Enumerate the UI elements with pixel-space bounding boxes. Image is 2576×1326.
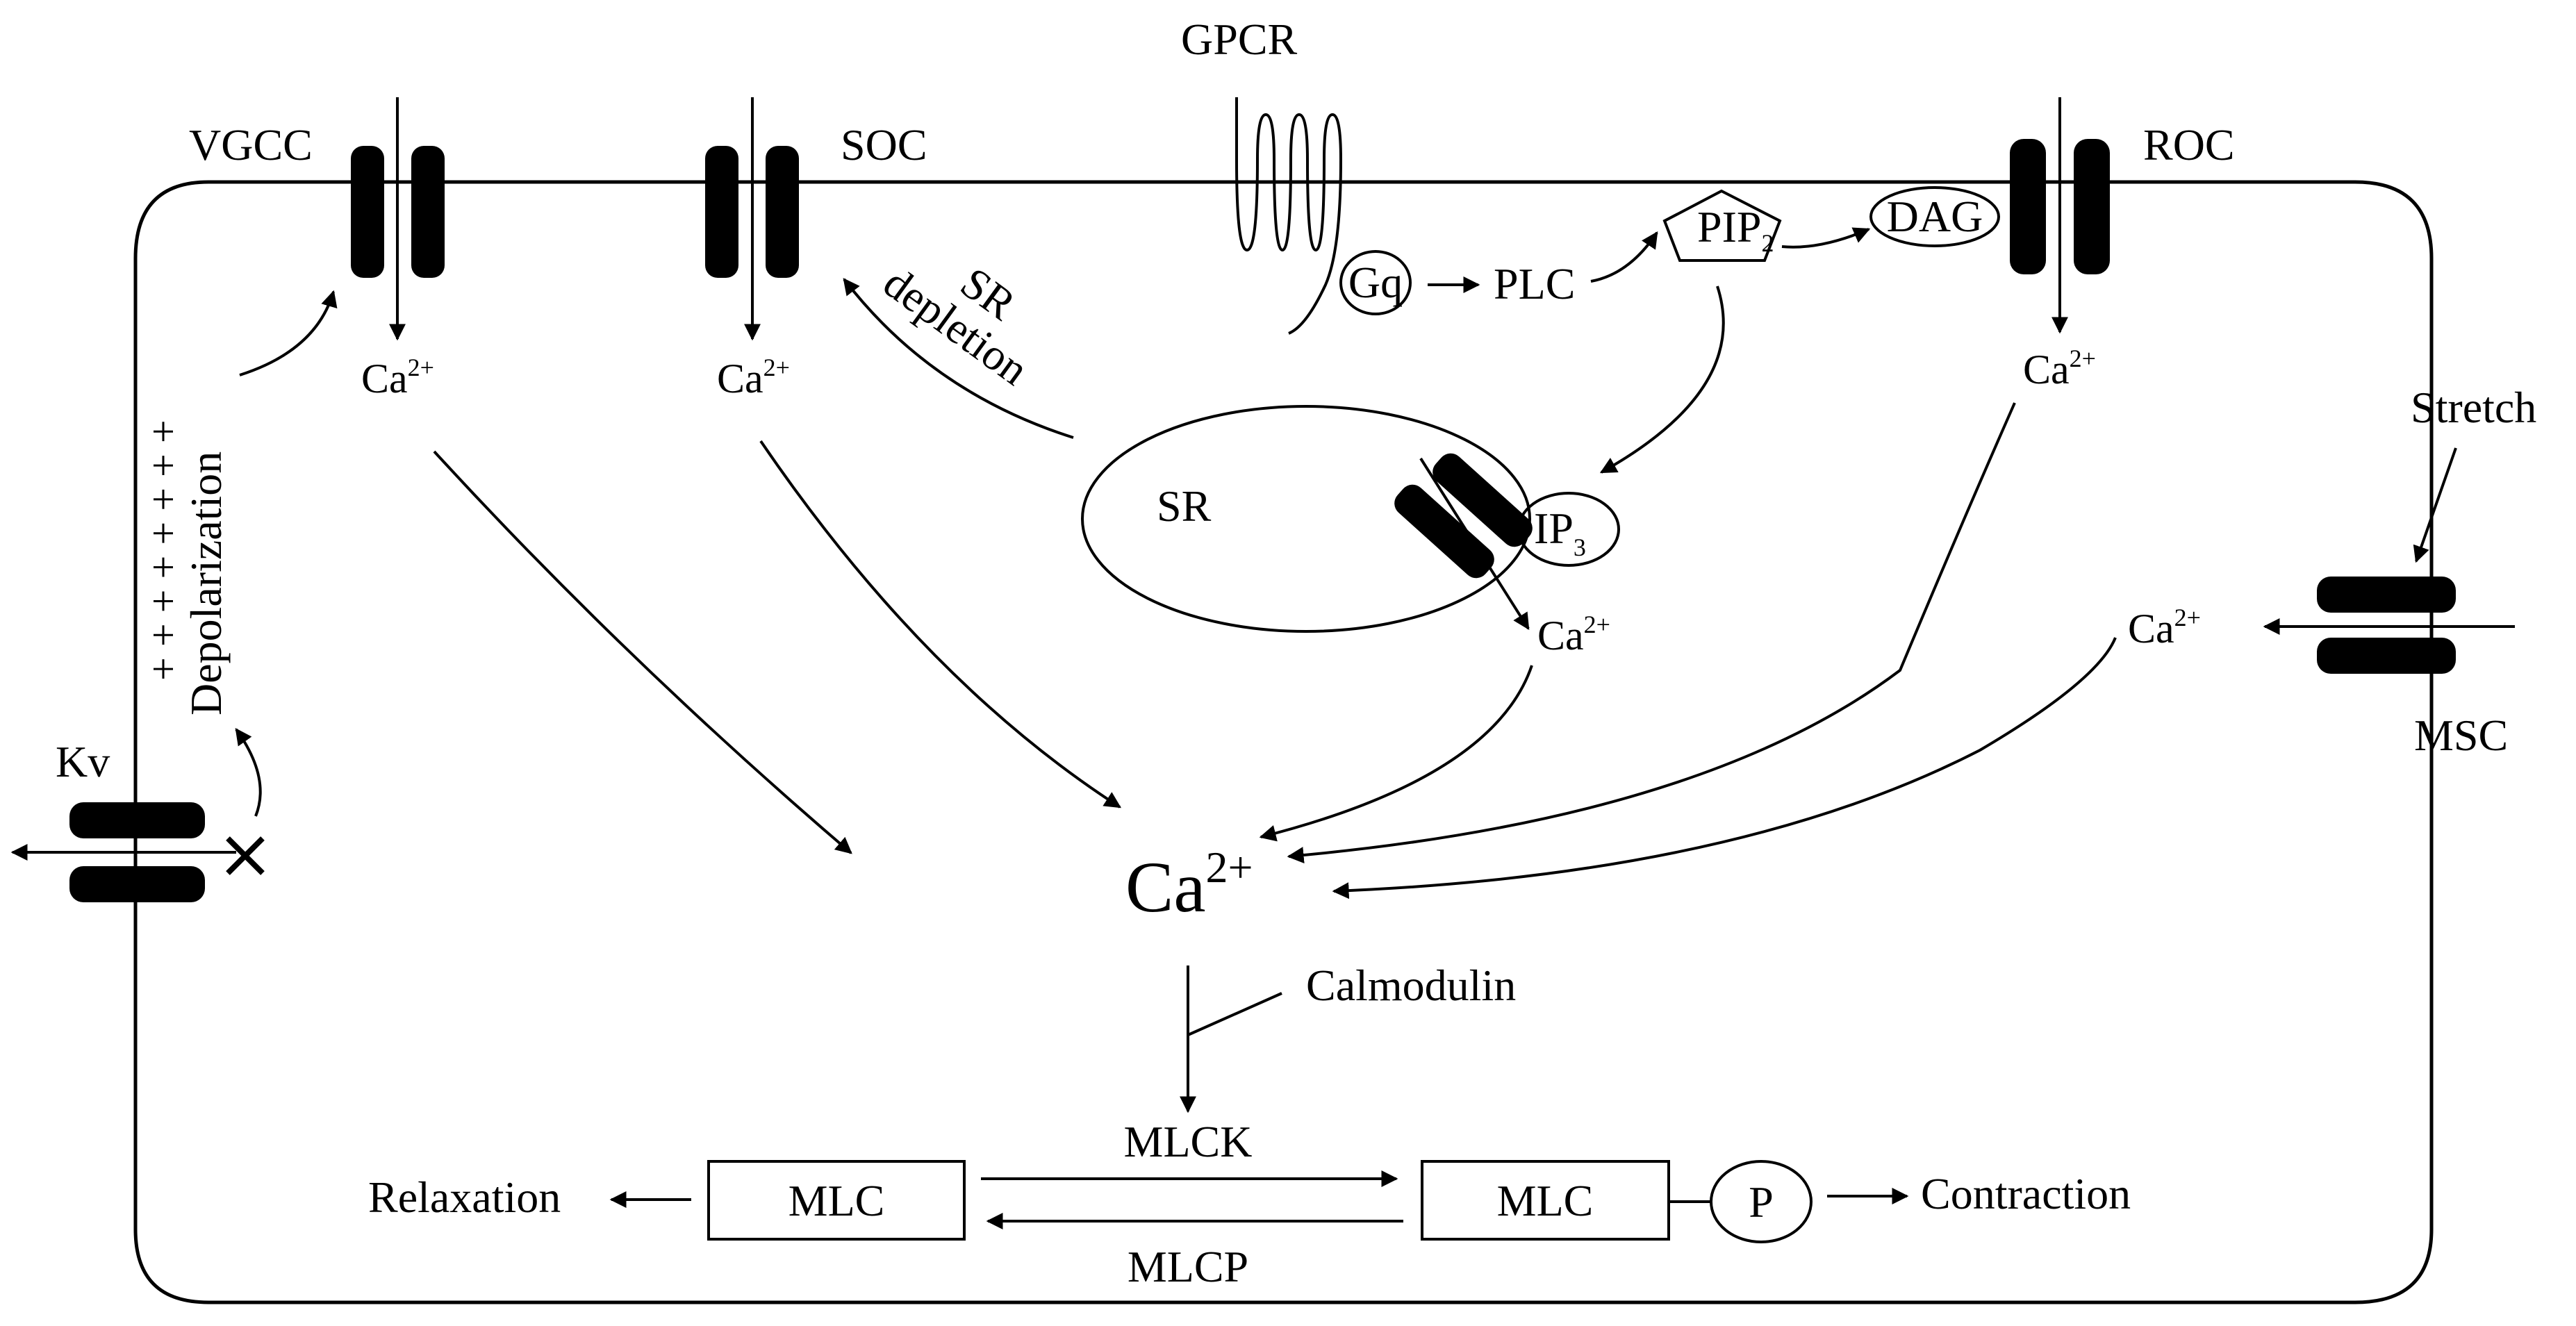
plc-to-pip2-arrow — [1590, 231, 1658, 283]
sr-depletion-arrow — [843, 278, 1074, 439]
pip2-to-dag-arrow — [1781, 227, 1871, 249]
soc-ca-label: Ca2+ — [717, 354, 790, 401]
vgcc-ca-label: Ca2+ — [361, 354, 434, 401]
dag-node — [1869, 186, 2000, 247]
vgcc-channel — [351, 97, 445, 341]
soc-label: SOC — [841, 120, 927, 169]
roc-ca-label: Ca2+ — [2023, 345, 2096, 392]
contraction-label: Contraction — [1921, 1169, 2131, 1218]
ip3-label: IP3 — [1534, 504, 1586, 561]
msc-to-ca-arrow — [1332, 637, 2117, 900]
roc-label: ROC — [2143, 120, 2235, 169]
vgcc-label: VGCC — [189, 120, 313, 169]
calmodulin-connector — [1187, 992, 1282, 1036]
relaxation-label: Relaxation — [368, 1172, 561, 1222]
depolarization-label: Depolarization — [181, 451, 231, 715]
sr-depletion-label-line2: depletion — [875, 258, 1037, 395]
msc-channel — [2263, 577, 2515, 674]
kv-to-depolarization-arrow — [235, 728, 262, 817]
pip2-label: PIP2 — [1697, 202, 1774, 257]
stretch-label: Stretch — [2411, 383, 2536, 432]
pip2-node — [1662, 189, 1782, 262]
cell-membrane — [133, 180, 2434, 1304]
sr-organelle — [1081, 405, 1531, 633]
roc-channel — [2010, 97, 2110, 334]
gq-node — [1339, 250, 1412, 315]
gpcr-receptor — [1235, 97, 1343, 335]
roc-to-ca-arrow — [1287, 402, 2016, 864]
stretch-arrow — [2413, 447, 2457, 563]
phosphate-node — [1710, 1160, 1813, 1243]
sr-ca-label: Ca2+ — [1537, 611, 1610, 658]
ip3-node — [1517, 492, 1620, 567]
gq-label: Gq — [1348, 258, 1403, 307]
gpcr-label: GPCR — [1181, 15, 1298, 64]
mlc-left-label: MLC — [789, 1176, 885, 1225]
depolarization-to-vgcc-arrow — [239, 290, 338, 376]
soc-channel — [705, 97, 799, 341]
pip2-to-ip3-arrow — [1599, 285, 1725, 474]
vgcc-to-ca-arrow — [433, 450, 852, 854]
plc-label: PLC — [1494, 259, 1575, 308]
mlck-label: MLCK — [1124, 1117, 1253, 1166]
mlc-left-box — [707, 1160, 966, 1241]
msc-ca-label: Ca2+ — [2128, 604, 2201, 652]
central-ca-label: Ca2+ — [1125, 843, 1253, 927]
sr-ca-to-ca-arrow — [1259, 665, 1533, 842]
msc-label: MSC — [2414, 711, 2508, 760]
mlcp-label: MLCP — [1128, 1242, 1248, 1291]
phosphate-label: P — [1749, 1177, 1774, 1227]
kv-channel — [10, 802, 265, 902]
soc-to-ca-arrow — [759, 440, 1122, 809]
dag-label: DAG — [1887, 192, 1983, 241]
mlc-right-label: MLC — [1497, 1176, 1594, 1225]
ip3-receptor — [1394, 453, 1533, 631]
sr-label: SR — [1157, 481, 1212, 531]
kv-label: Kv — [56, 737, 110, 786]
depolarization-charges: + + + + + + + + — [140, 420, 186, 681]
calmodulin-label: Calmodulin — [1306, 961, 1516, 1010]
